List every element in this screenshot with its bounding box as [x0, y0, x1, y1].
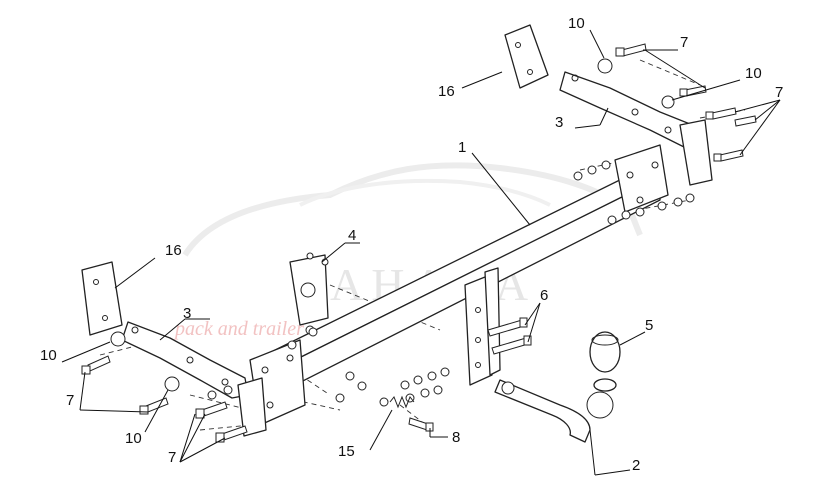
callout-16-left: 16: [165, 242, 182, 259]
callout-15: 15: [338, 443, 355, 460]
washer-part-10: [164, 376, 180, 392]
callout-3-right: 3: [555, 114, 563, 131]
watermark-car-outline: [182, 162, 643, 257]
bolt-part-7: [615, 43, 647, 57]
callout-7-left-b: 7: [168, 449, 176, 466]
washer-part-10: [661, 95, 675, 109]
callout-7-right: 7: [775, 84, 783, 101]
bolt-part-7: [713, 149, 744, 162]
callout-1: 1: [458, 139, 466, 156]
hardware-fasteners: [81, 43, 757, 443]
bolt-part-7: [81, 355, 111, 375]
washer-part-10: [597, 58, 613, 74]
callout-3-left: 3: [183, 305, 191, 322]
bolt-part-7: [679, 85, 707, 97]
bolt-part-7: [705, 107, 737, 120]
tow-ball-part-5: [589, 331, 621, 392]
bolt-part-8: [408, 417, 434, 432]
callout-4: 4: [348, 227, 356, 244]
callout-7-left-a: 7: [66, 392, 74, 409]
callout-2: 2: [632, 457, 640, 474]
leader-lines: [61, 29, 781, 476]
spring-part-15: [379, 395, 415, 409]
bolt-part-7: [139, 397, 169, 415]
callout-6: 6: [540, 287, 548, 304]
side-bracket-right-part-3: [559, 71, 713, 186]
callout-10-left-b: 10: [125, 430, 142, 447]
callout-10-top: 10: [568, 15, 585, 32]
mounting-plate-left-part-16: [81, 261, 123, 336]
hitch-center-bracket: [464, 274, 493, 386]
callout-5: 5: [645, 317, 653, 334]
bolt-part-7: [195, 401, 228, 419]
watermark-car-roof: [299, 178, 551, 207]
watermark-tagline: pack and trailer: [173, 318, 304, 340]
callout-16-top: 16: [438, 83, 455, 100]
bolt-part-7: [215, 425, 248, 443]
callout-8: 8: [452, 429, 460, 446]
washer-part-10: [110, 331, 126, 347]
callout-7-top: 7: [680, 34, 688, 51]
socket-bracket-part-4: [289, 252, 329, 335]
callout-10-right: 10: [745, 65, 762, 82]
mounting-plate-top-part-16: [504, 24, 549, 89]
side-bracket-left-part-3: [121, 321, 267, 437]
bolt-part-6: [487, 317, 532, 355]
callout-10-left-a: 10: [40, 347, 57, 364]
bolt-part-7: [734, 115, 757, 127]
callouts: 1 2 3 3 4 5 6 7 7 7 7 8 10 10 10 10 15 1…: [40, 15, 783, 474]
tow-ball-neck-part-2: [494, 379, 614, 443]
